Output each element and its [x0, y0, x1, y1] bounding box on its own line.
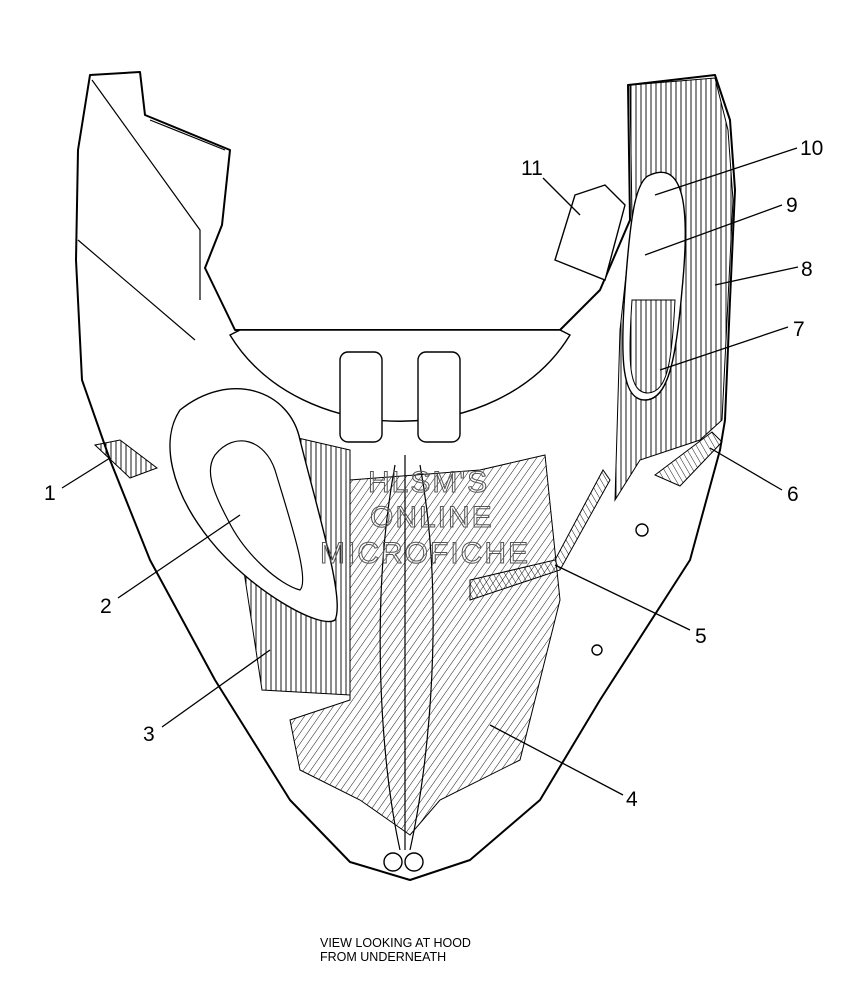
callout-1: 1: [44, 482, 56, 505]
leader-11: [542, 177, 581, 216]
callout-8: 8: [801, 258, 813, 281]
vent-strip-right: [469, 469, 611, 601]
mount-hole-4: [591, 644, 603, 656]
left-panel-line: [91, 79, 201, 300]
leader-4: [489, 724, 624, 796]
callout-3: 3: [143, 723, 155, 746]
oval-trim-left: [169, 388, 338, 623]
leader-6: [709, 447, 783, 491]
oval-insert-stripes: [629, 299, 676, 394]
callout-4: 4: [626, 788, 638, 811]
left-panel-line-2: [77, 239, 196, 341]
callout-9: 9: [786, 194, 798, 217]
vent-slot-right: [417, 351, 461, 443]
leader-5: [554, 564, 691, 631]
watermark-line-3: MICROFICHE: [320, 537, 530, 570]
center-panel: [289, 454, 561, 836]
callout-6: 6: [787, 483, 799, 506]
vent-right: [654, 431, 723, 487]
leader-10: [654, 147, 798, 196]
mount-hole-2: [404, 852, 424, 872]
vent-slot-left: [339, 351, 383, 443]
diagram-caption: VIEW LOOKING AT HOOD FROM UNDERNEATH: [320, 936, 471, 964]
oval-trim-left-inner: [209, 440, 304, 591]
mount-hole-1: [383, 852, 403, 872]
label-plate: [554, 184, 626, 281]
watermark-line-1: HLSM'S: [368, 466, 489, 499]
leader-1: [61, 457, 111, 489]
vent-left: [93, 439, 159, 479]
center-seam-2: [379, 464, 401, 851]
leader-7: [659, 326, 789, 371]
callout-2: 2: [100, 595, 112, 618]
caption-line-1: VIEW LOOKING AT HOOD: [320, 936, 471, 950]
callout-7: 7: [793, 318, 805, 341]
hood-outline: [75, 71, 736, 881]
left-panel-line-3: [149, 119, 226, 151]
center-seam-3: [409, 464, 434, 851]
mount-hole-3: [635, 523, 649, 537]
callout-5: 5: [695, 625, 707, 648]
leader-3: [161, 649, 271, 728]
callout-11: 11: [521, 157, 543, 180]
watermark-line-2: ONLINE: [370, 501, 494, 534]
leader-8: [714, 266, 799, 286]
caption-line-2: FROM UNDERNEATH: [320, 950, 447, 964]
leader-2: [117, 514, 241, 599]
callout-10: 10: [800, 137, 823, 160]
leader-9: [644, 204, 783, 256]
